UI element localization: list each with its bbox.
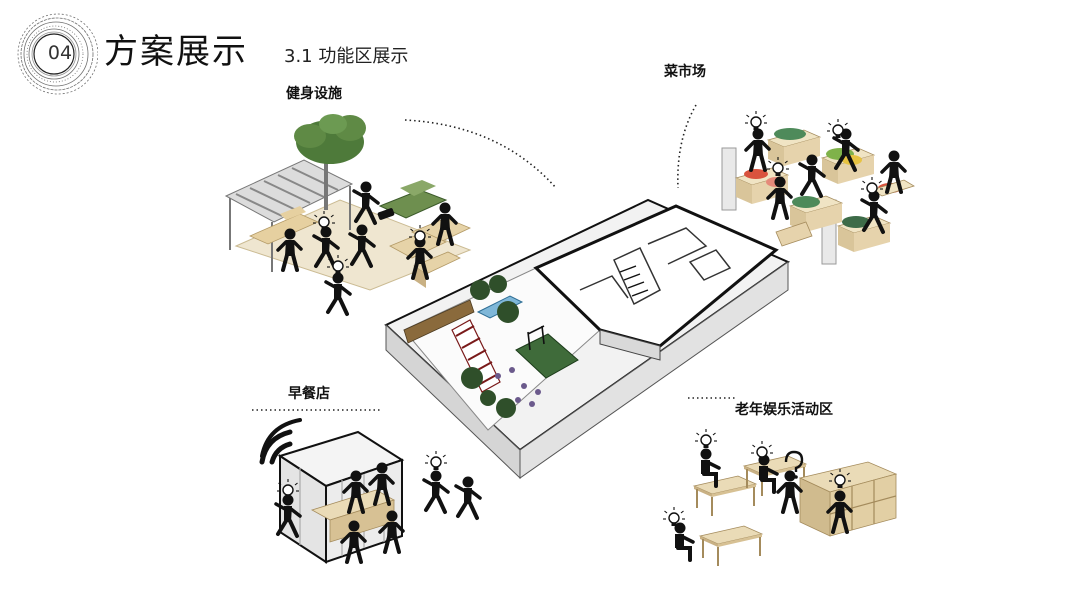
section-number: 04	[47, 42, 73, 64]
pavilion-icon	[224, 159, 354, 272]
person-figure-icon	[454, 474, 482, 520]
idea-bulb-icon	[694, 428, 718, 449]
fitness-zone	[224, 114, 472, 316]
person-figure-icon	[744, 126, 771, 172]
zone-label-fitness: 健身设施	[286, 86, 342, 102]
building-model	[384, 198, 791, 480]
idea-bulb-icon	[750, 440, 774, 461]
section-badge-icon	[17, 13, 98, 95]
person-figure-icon	[422, 468, 450, 514]
person-figure-icon	[672, 520, 695, 562]
tree-icon	[294, 114, 366, 210]
zone-label-breakfast: 早餐店	[288, 386, 330, 402]
zone-label-elderly: 老年娱乐活动区	[735, 402, 833, 418]
person-figure-icon	[798, 152, 826, 198]
zone-label-market: 菜市场	[664, 64, 706, 80]
page-title: 方案展示	[104, 32, 248, 72]
market-zone	[721, 110, 915, 265]
section-subtitle: 3.1 功能区展示	[284, 46, 409, 67]
connector-market	[677, 104, 697, 189]
connector-fitness	[404, 119, 557, 189]
person-figure-icon	[698, 446, 721, 488]
idea-bulb-icon	[424, 450, 448, 471]
idea-bulb-icon	[744, 110, 768, 131]
breakfast-zone	[259, 418, 482, 564]
elderly-zone	[662, 428, 898, 567]
